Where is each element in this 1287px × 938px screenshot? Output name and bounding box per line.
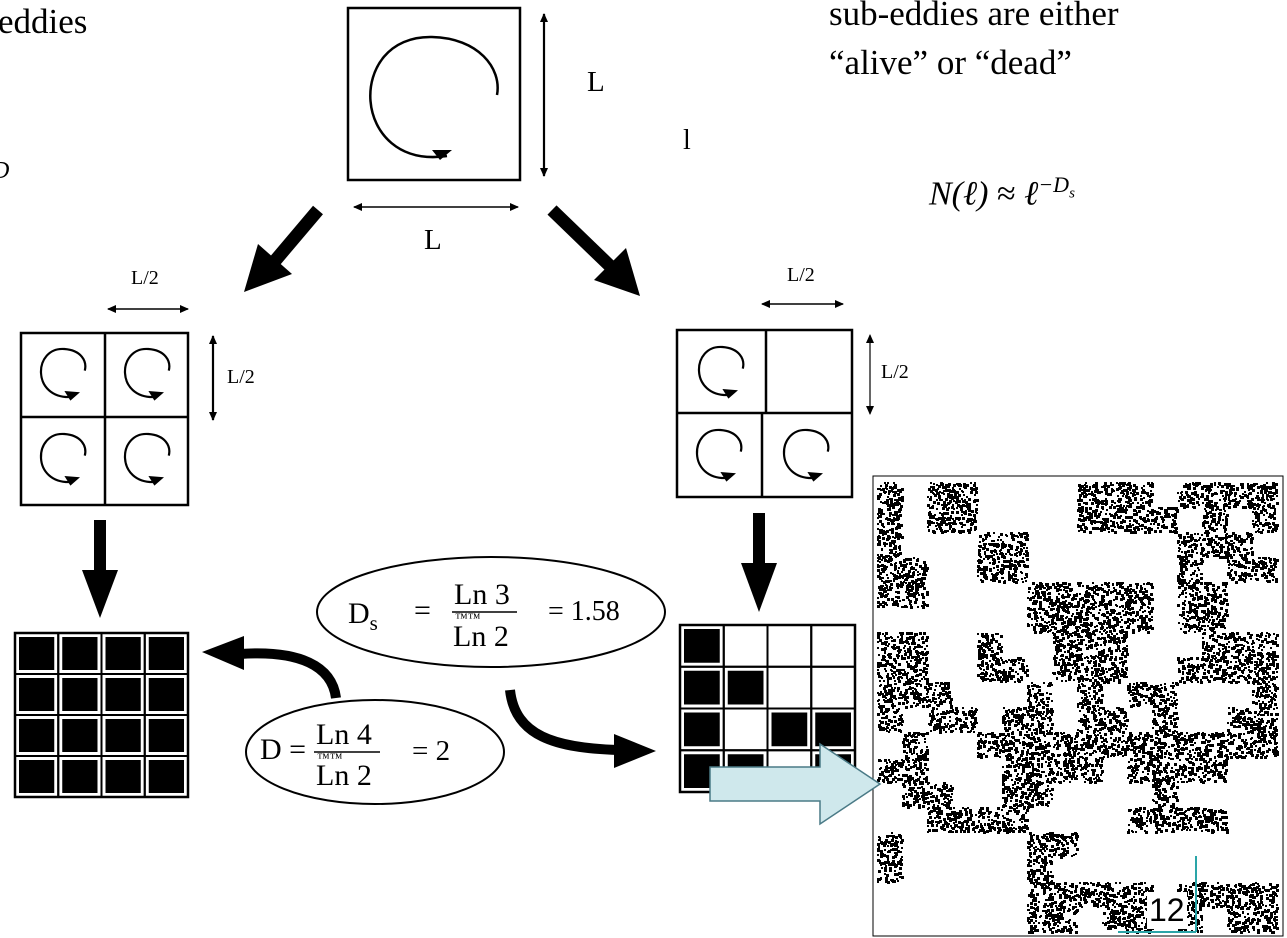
alive-cell [19,678,55,711]
fractal-image [872,475,1284,937]
left-subeddy-grid [19,331,190,507]
alive-cell [684,670,720,705]
ds-lhs: Ds [348,597,378,635]
grid-cell [810,624,856,668]
alive-cell [148,637,184,670]
left-level3-grid [13,631,190,799]
alive-cell [771,712,808,747]
parent-eddy [346,6,522,182]
left-fragment-d: D [0,158,9,185]
down-arrow-right [741,513,777,612]
subeddy-swirl [39,432,87,486]
alive-cell [815,712,851,747]
formula-exponent: −D [1038,172,1070,197]
right-text-line1: sub-eddies are either [829,0,1119,33]
right-subeddy-swirls [695,345,830,482]
right-text-line2: “alive” or “dead” [829,43,1072,82]
subeddy-swirl [695,428,743,482]
grid-cell [766,624,813,668]
label-big-side-h: L [424,224,442,256]
ds-numerator: Ln 3 [454,578,510,611]
right-subeddy-grid [675,328,854,499]
alive-cell [727,670,764,705]
curved-arrow-to-left-grid [202,636,341,699]
alive-cell [684,712,720,747]
subeddy-swirl [123,432,171,486]
formula-exponent-sub: s [1069,185,1075,202]
subeddy-swirl [39,347,87,401]
label-right-half-v: L/2 [881,361,909,383]
grid-cell [722,707,769,752]
ds-glitch: ™™ [455,610,481,625]
subeddy-swirl [697,345,745,399]
alive-cell [62,719,98,752]
ds-denominator: Ln 2 [453,620,509,653]
ds-eq: = [414,594,431,627]
subeddy-swirl [782,428,830,482]
formula-approx: ≈ [996,175,1016,213]
d-numerator: Ln 4 [316,718,372,751]
d-result: = 2 [412,735,451,767]
label-left-half-h: L/2 [131,267,159,289]
split-arrow-left [244,205,323,292]
alive-cell [105,678,141,711]
ds-result: = 1.58 [548,596,620,627]
left-fragment-eddies: eddies [0,2,88,41]
grid-cell [722,624,769,668]
formula-base: ℓ [1024,175,1039,213]
alive-cell [19,719,55,752]
grid-cell [143,755,189,798]
curved-arrow-to-right-grid [505,689,656,768]
alive-cell [105,719,141,752]
alive-cell [684,629,720,663]
page-number: 12 [1147,892,1187,929]
alive-cell [62,678,98,711]
alive-cell [148,678,184,711]
alive-cell [105,760,141,793]
split-arrow-right [547,205,640,296]
alive-cell [105,637,141,670]
d-denominator: Ln 2 [316,759,372,792]
down-arrow-left [82,520,118,618]
alive-cell [148,719,184,752]
alive-cell [19,637,55,670]
alive-cell [62,760,98,793]
grid-cell [766,665,813,710]
label-right-half-h: L/2 [787,264,815,286]
formula-lhs: N(ℓ) [929,175,989,213]
d-lhs: D = [260,733,307,766]
scaling-formula: N(ℓ) ≈ ℓ−Ds [929,172,1075,213]
alive-cell [19,760,55,793]
subeddy-swirl [123,347,171,401]
alive-cell [148,760,184,793]
grid-cell [810,665,856,710]
label-left-half-v: L/2 [227,366,255,388]
pointer-arrow [709,742,882,826]
stray-mark: l [683,125,691,156]
alive-cell [62,637,98,670]
d-glitch: ™™ [317,750,343,765]
label-big-side-v: L [587,66,605,98]
left-subeddy-swirls [39,347,171,486]
